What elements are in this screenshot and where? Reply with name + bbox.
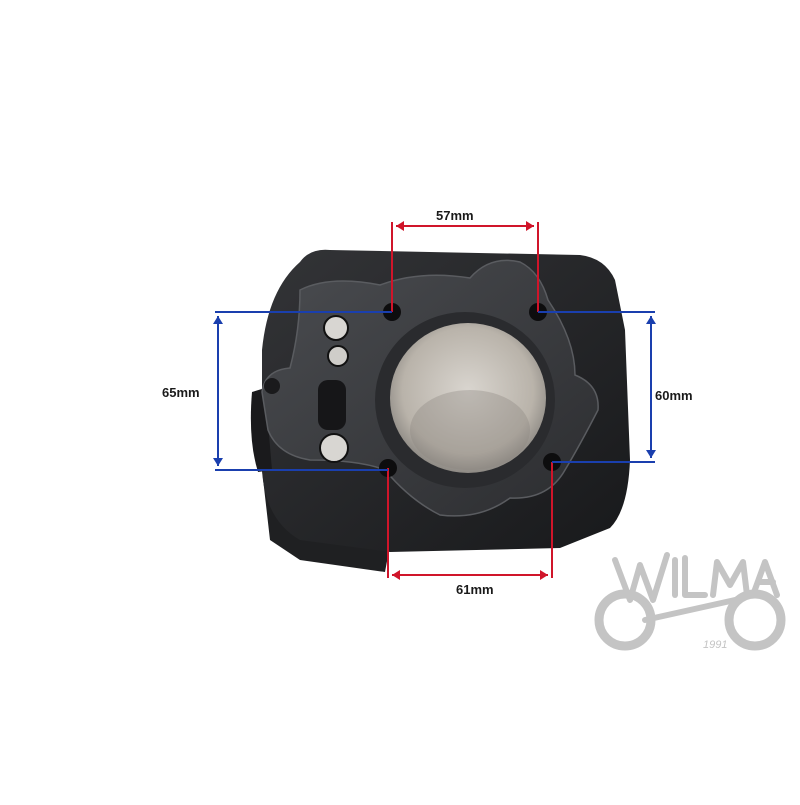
- top-dimension-label: 57mm: [436, 208, 474, 223]
- bore: [390, 323, 546, 473]
- left-dimension-label: 65mm: [162, 385, 200, 400]
- aux-hole: [327, 345, 349, 367]
- right-dimension-label: 60mm: [655, 388, 693, 403]
- brand-watermark-logo: 1991: [594, 552, 786, 651]
- watermark-year: 1991: [703, 639, 727, 651]
- aux-slot: [318, 380, 346, 430]
- aux-hole: [319, 433, 349, 463]
- aux-hole: [323, 315, 349, 341]
- bottom-dimension-label: 61mm: [456, 582, 494, 597]
- bore-shadow: [410, 390, 530, 470]
- aux-hole: [264, 378, 280, 394]
